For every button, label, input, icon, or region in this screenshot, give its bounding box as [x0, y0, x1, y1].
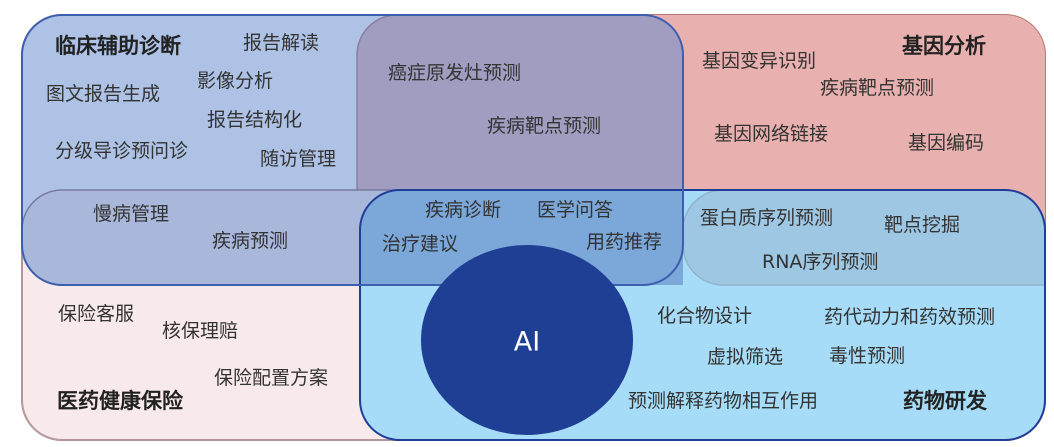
clinical-item: 报告结构化 [207, 109, 302, 131]
clinical-item: 随访管理 [260, 148, 336, 170]
chronic-item: 慢病管理 [93, 203, 169, 225]
drug-item: 药代动力和药效预测 [824, 306, 995, 328]
clinical-region-border [21, 14, 684, 286]
gene-drug-item: 靶点挖掘 [884, 214, 960, 236]
gene-item: 基因网络链接 [714, 123, 828, 145]
ai-core-ellipse [421, 245, 633, 435]
gene-item: 基因编码 [908, 132, 984, 154]
drug-region-border [359, 189, 1046, 441]
clinical-item: 分级导诊预问诊 [55, 140, 188, 162]
clinical-drug-item: 治疗建议 [382, 233, 458, 255]
insurance-item: 保险配置方案 [214, 367, 328, 389]
insurance-item: 保险客服 [58, 303, 134, 325]
clinical-title: 临床辅助诊断 [55, 34, 181, 58]
clinical-drug-item: 用药推荐 [586, 231, 662, 253]
drug-title: 药物研发 [903, 389, 988, 413]
clinical-item: 影像分析 [197, 70, 273, 92]
insurance-item: 核保理赔 [162, 320, 238, 342]
gene-drug-item: RNA序列预测 [762, 251, 878, 273]
drug-item: 预测解释药物相互作用 [628, 390, 818, 412]
drug-item: 虚拟筛选 [707, 346, 783, 368]
gene-item: 疾病靶点预测 [820, 77, 934, 99]
clinical-item: 图文报告生成 [46, 83, 160, 105]
ai-label: AI [514, 327, 540, 358]
chronic-item: 疾病预测 [212, 230, 288, 252]
clinical-gene-item: 疾病靶点预测 [487, 115, 601, 137]
drug-item: 毒性预测 [829, 345, 905, 367]
gene-item: 基因变异识别 [702, 50, 816, 72]
clinical-drug-item: 疾病诊断 [425, 199, 501, 221]
gene-drug-item: 蛋白质序列预测 [700, 207, 833, 229]
drug-item: 化合物设计 [657, 305, 752, 327]
clinical-gene-item: 癌症原发灶预测 [388, 62, 521, 84]
gene-title: 基因分析 [902, 34, 986, 58]
insurance-title: 医药健康保险 [57, 389, 184, 413]
clinical-drug-item: 医学问答 [537, 199, 613, 221]
clinical-item: 报告解读 [243, 32, 319, 54]
